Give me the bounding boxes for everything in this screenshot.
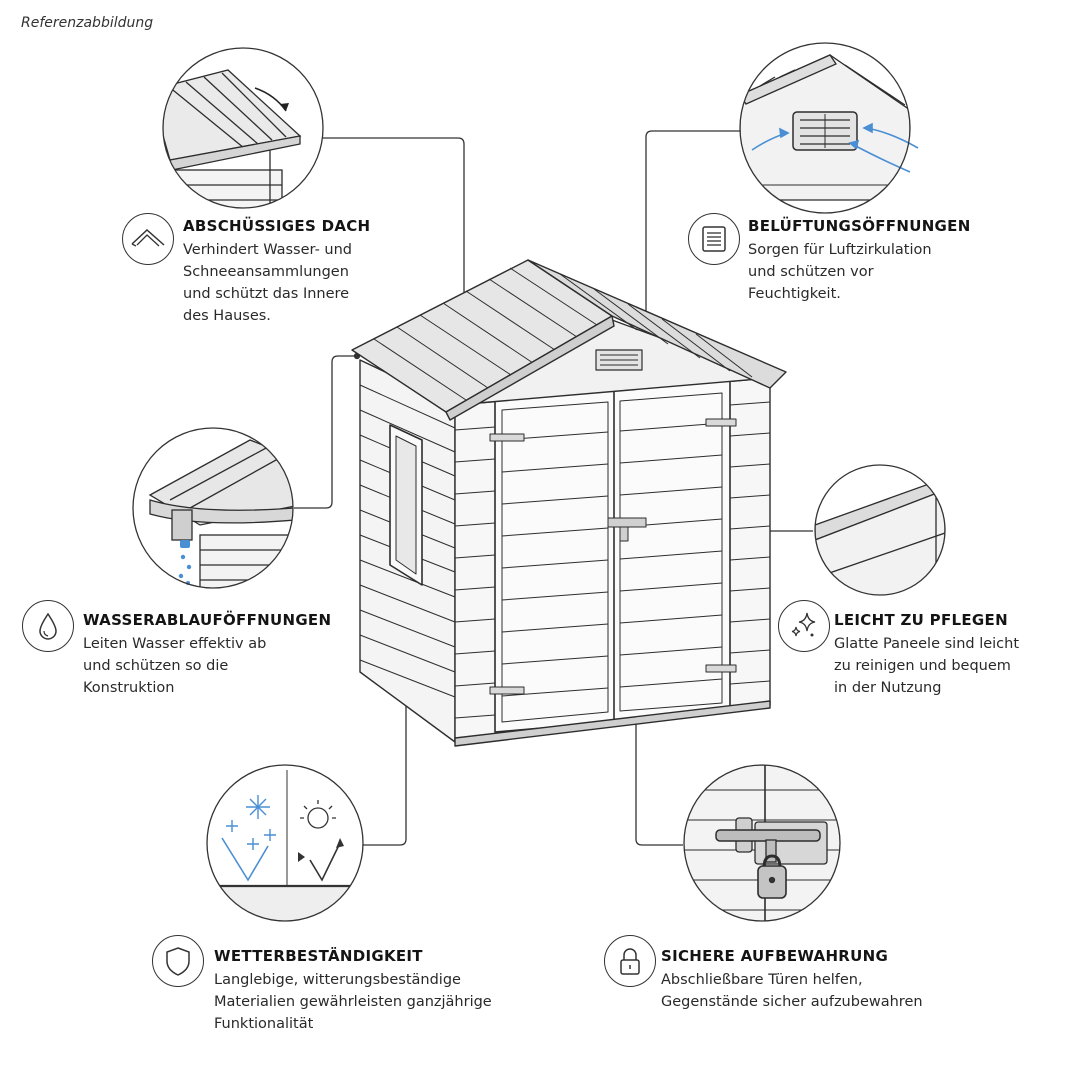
detail-panel <box>814 464 946 596</box>
water-drop-icon <box>22 600 74 652</box>
snowflake-icons <box>226 795 276 850</box>
feature-vent-title: BELÜFTUNGSÖFFNUNGEN <box>748 217 971 235</box>
airflow-arrows <box>751 122 919 173</box>
detail-weather <box>206 764 364 922</box>
feature-weather-desc: Langlebige, witterungsbeständige Materia… <box>214 972 492 1032</box>
callout-drain <box>294 355 357 509</box>
feature-secure-title: SICHERE AUFBEWAHRUNG <box>661 947 889 965</box>
feature-drain-title: WASSERABLAUFÖFFNUNGEN <box>83 611 332 629</box>
feature-care-desc: Glatte Paneele sind leicht zu reinigen u… <box>834 636 1020 696</box>
lock-icon <box>604 935 656 987</box>
reference-caption: Referenzabbildung <box>21 15 154 31</box>
feature-roof: ABSCHÜSSIGES DACH Verhindert Wasser- und… <box>183 217 370 327</box>
door-hinges <box>489 418 737 695</box>
vent-icon <box>688 213 740 265</box>
feature-drain: WASSERABLAUFÖFFNUNGEN Leiten Wasser effe… <box>83 611 331 699</box>
roof-icon <box>122 213 174 265</box>
door-boards <box>501 422 723 697</box>
feature-drain-desc: Leiten Wasser effektiv ab und schützen s… <box>83 636 267 696</box>
callout-weather <box>362 689 407 846</box>
sparkle-icon <box>778 600 830 652</box>
shield-icon <box>152 935 204 987</box>
shed <box>351 259 787 747</box>
feature-vent-desc: Sorgen für Luftzirkulation und schützen … <box>748 242 932 302</box>
feature-care: LEICHT ZU PFLEGEN Glatte Paneele sind le… <box>834 611 1019 699</box>
feature-roof-title: ABSCHÜSSIGES DACH <box>183 217 371 235</box>
feature-vent: BELÜFTUNGSÖFFNUNGEN Sorgen für Luftzirku… <box>748 217 971 305</box>
detail-roof <box>162 47 324 209</box>
feature-roof-desc: Verhindert Wasser- und Schneeansammlunge… <box>183 242 352 324</box>
shed-door-frame <box>494 379 731 733</box>
gable-vent <box>595 349 643 371</box>
left-wall-boards <box>359 384 456 698</box>
callout-vent <box>645 130 740 357</box>
water-droplets <box>178 540 192 585</box>
roof-right-slope <box>527 259 787 389</box>
detail-vent <box>739 42 919 214</box>
detail-lock <box>683 764 841 922</box>
callout-roof <box>322 137 465 303</box>
feature-secure-desc: Abschließbare Türen helfen, Gegenstände … <box>661 972 923 1010</box>
feature-care-title: LEICHT ZU PFLEGEN <box>834 611 1008 629</box>
feature-weather: WETTERBESTÄNDIGKEIT Langlebige, witterun… <box>214 947 492 1035</box>
detail-drain <box>132 427 294 589</box>
front-wall-boards <box>454 401 771 719</box>
callout-lock <box>635 680 683 846</box>
door-latch <box>607 517 647 542</box>
feature-weather-title: WETTERBESTÄNDIGKEIT <box>214 947 423 965</box>
sun-icon <box>300 800 336 829</box>
feature-secure: SICHERE AUFBEWAHRUNG Abschließbare Türen… <box>661 947 923 1013</box>
